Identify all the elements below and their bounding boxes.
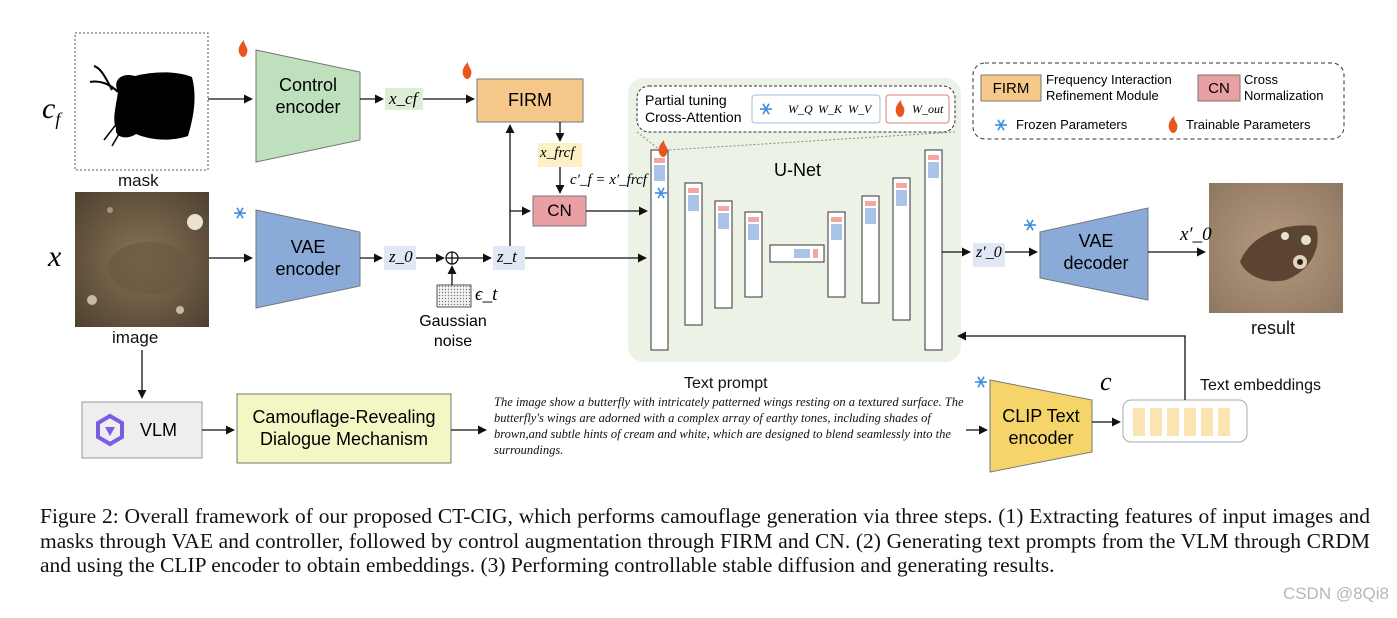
control-encoder-shape bbox=[255, 49, 361, 163]
firm-label: FIRM bbox=[508, 90, 552, 110]
input-image bbox=[75, 192, 209, 327]
legend-cn-full: Cross Normalization bbox=[1244, 72, 1324, 103]
wk-label: W_K bbox=[818, 102, 842, 116]
z0-symbol: z_0 bbox=[389, 247, 413, 266]
result-label: result bbox=[1251, 318, 1296, 338]
flame-icon bbox=[238, 40, 1178, 157]
arrows bbox=[137, 94, 1206, 435]
gaussian-noise-label: Gaussian noise bbox=[419, 313, 487, 350]
legend-box bbox=[972, 62, 1345, 140]
vlm-logo-icon bbox=[96, 413, 124, 447]
crdm-label: Camouflage-Revealing Dialogue Mechanism bbox=[252, 407, 436, 449]
text-prompt-label: Text prompt bbox=[684, 375, 768, 392]
wq-label: W_Q bbox=[788, 102, 813, 116]
z0-prime-box bbox=[973, 243, 1005, 267]
vlm-box bbox=[81, 401, 203, 459]
x-frcf-symbol: x_frcf bbox=[540, 145, 575, 161]
vae-decoder-shape bbox=[1039, 207, 1149, 301]
cn-box bbox=[532, 195, 587, 227]
legend-trainable: Trainable Parameters bbox=[1186, 117, 1311, 132]
vae-encoder-shape bbox=[255, 209, 361, 309]
cf-symbol: cf bbox=[42, 92, 61, 129]
unet-layers bbox=[650, 149, 943, 351]
x-cf-symbol: x_cf bbox=[389, 89, 418, 108]
prompt-text: The image show a butterfly with intricat… bbox=[494, 395, 964, 457]
wout-label: W_out bbox=[912, 102, 944, 116]
z0-box bbox=[384, 246, 416, 270]
text-embeddings-label: Text embeddings bbox=[1200, 377, 1321, 394]
x-cf-box bbox=[385, 88, 423, 110]
mask-image bbox=[74, 32, 209, 171]
clip-label: CLIP Text encoder bbox=[1002, 406, 1080, 448]
vae-encoder-label: VAE encoder bbox=[275, 237, 341, 279]
cf-prime-eq: c′_f = x′_frcf bbox=[570, 172, 647, 188]
firm-box bbox=[476, 78, 584, 123]
wv-label: W_V bbox=[848, 102, 872, 116]
vlm-label: VLM bbox=[140, 420, 178, 440]
image-label: image bbox=[112, 328, 159, 347]
clip-encoder-shape bbox=[989, 379, 1093, 473]
noise-square bbox=[436, 284, 472, 308]
partial-tuning-label: Partial tuning Cross-Attention bbox=[645, 92, 742, 125]
zt-box bbox=[493, 246, 525, 270]
unet-label: U-Net bbox=[774, 160, 822, 180]
eps-symbol: ϵ_t bbox=[475, 284, 498, 305]
z0-prime-symbol: z′_0 bbox=[976, 244, 1002, 261]
x-symbol: x bbox=[48, 240, 62, 273]
figure-caption: Figure 2: Overall framework of our propo… bbox=[40, 504, 1370, 577]
snowflake-icon bbox=[234, 103, 1036, 388]
control-encoder-label: Control encoder bbox=[275, 75, 341, 117]
zt-symbol: z_t bbox=[497, 247, 517, 266]
legend-firm-full: Frequency Interaction Refinement Module bbox=[1046, 72, 1172, 103]
watermark: CSDN @8Qi8 bbox=[1282, 584, 1389, 603]
crdm-box bbox=[236, 393, 452, 464]
legend-firm-abbr: FIRM bbox=[992, 80, 1030, 97]
legend-frozen: Frozen Parameters bbox=[1016, 117, 1128, 132]
cn-label: CN bbox=[547, 201, 572, 220]
legend-cn-abbr: CN bbox=[1208, 80, 1230, 97]
c-symbol: c bbox=[1100, 367, 1112, 396]
text-embeddings-block bbox=[1122, 399, 1248, 443]
x0-prime-symbol: x′_0 bbox=[1180, 224, 1212, 245]
x-frcf-box bbox=[538, 143, 582, 167]
mask-label: mask bbox=[118, 171, 159, 190]
vae-decoder-label: VAE decoder bbox=[1063, 231, 1129, 273]
result-image bbox=[1209, 183, 1343, 313]
